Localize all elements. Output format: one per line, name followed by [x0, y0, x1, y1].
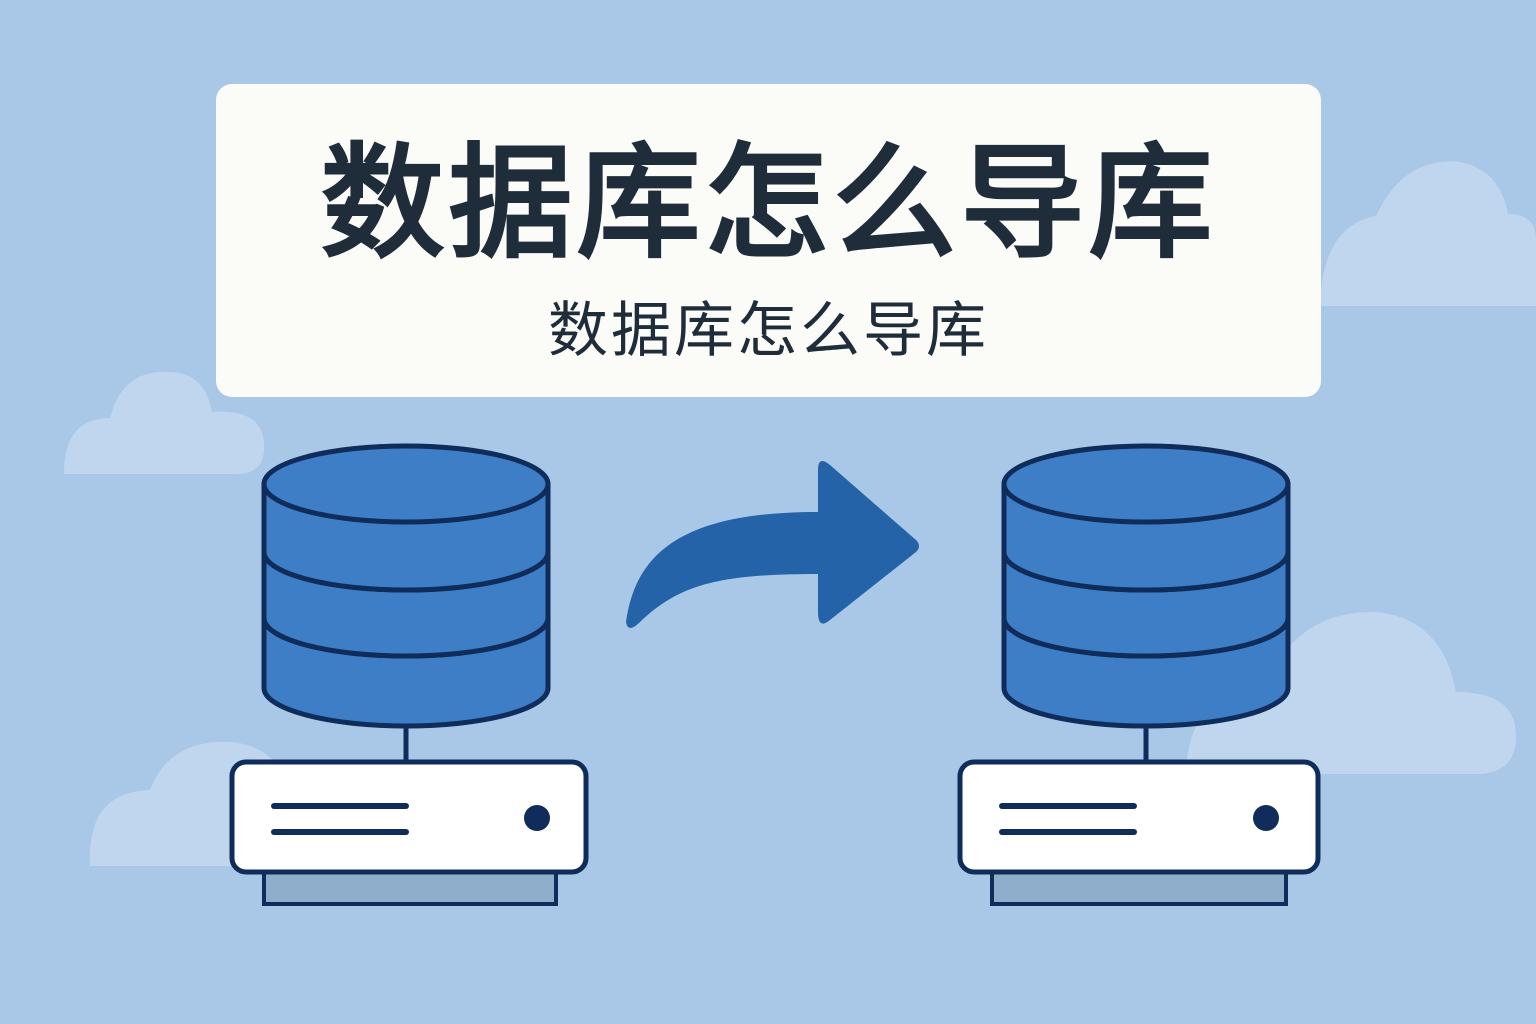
- title-card: 数据库怎么导库 数据库怎么导库: [216, 84, 1321, 397]
- curved-arrow-right-icon: [626, 461, 919, 628]
- server-icon: [957, 759, 1321, 906]
- status-light-icon: [524, 805, 550, 831]
- cloud-icon: [64, 371, 265, 474]
- cloud-icon: [1186, 611, 1516, 774]
- status-light-icon: [1253, 805, 1279, 831]
- database-icon: [1001, 443, 1291, 729]
- cloud-icon: [1320, 161, 1536, 306]
- target-database: [957, 443, 1321, 906]
- page-title: 数据库怎么导库: [320, 132, 1217, 276]
- server-icon: [229, 759, 589, 906]
- database-icon: [261, 443, 551, 729]
- page-subtitle: 数据库怎么导库: [548, 296, 989, 366]
- source-database: [229, 443, 589, 906]
